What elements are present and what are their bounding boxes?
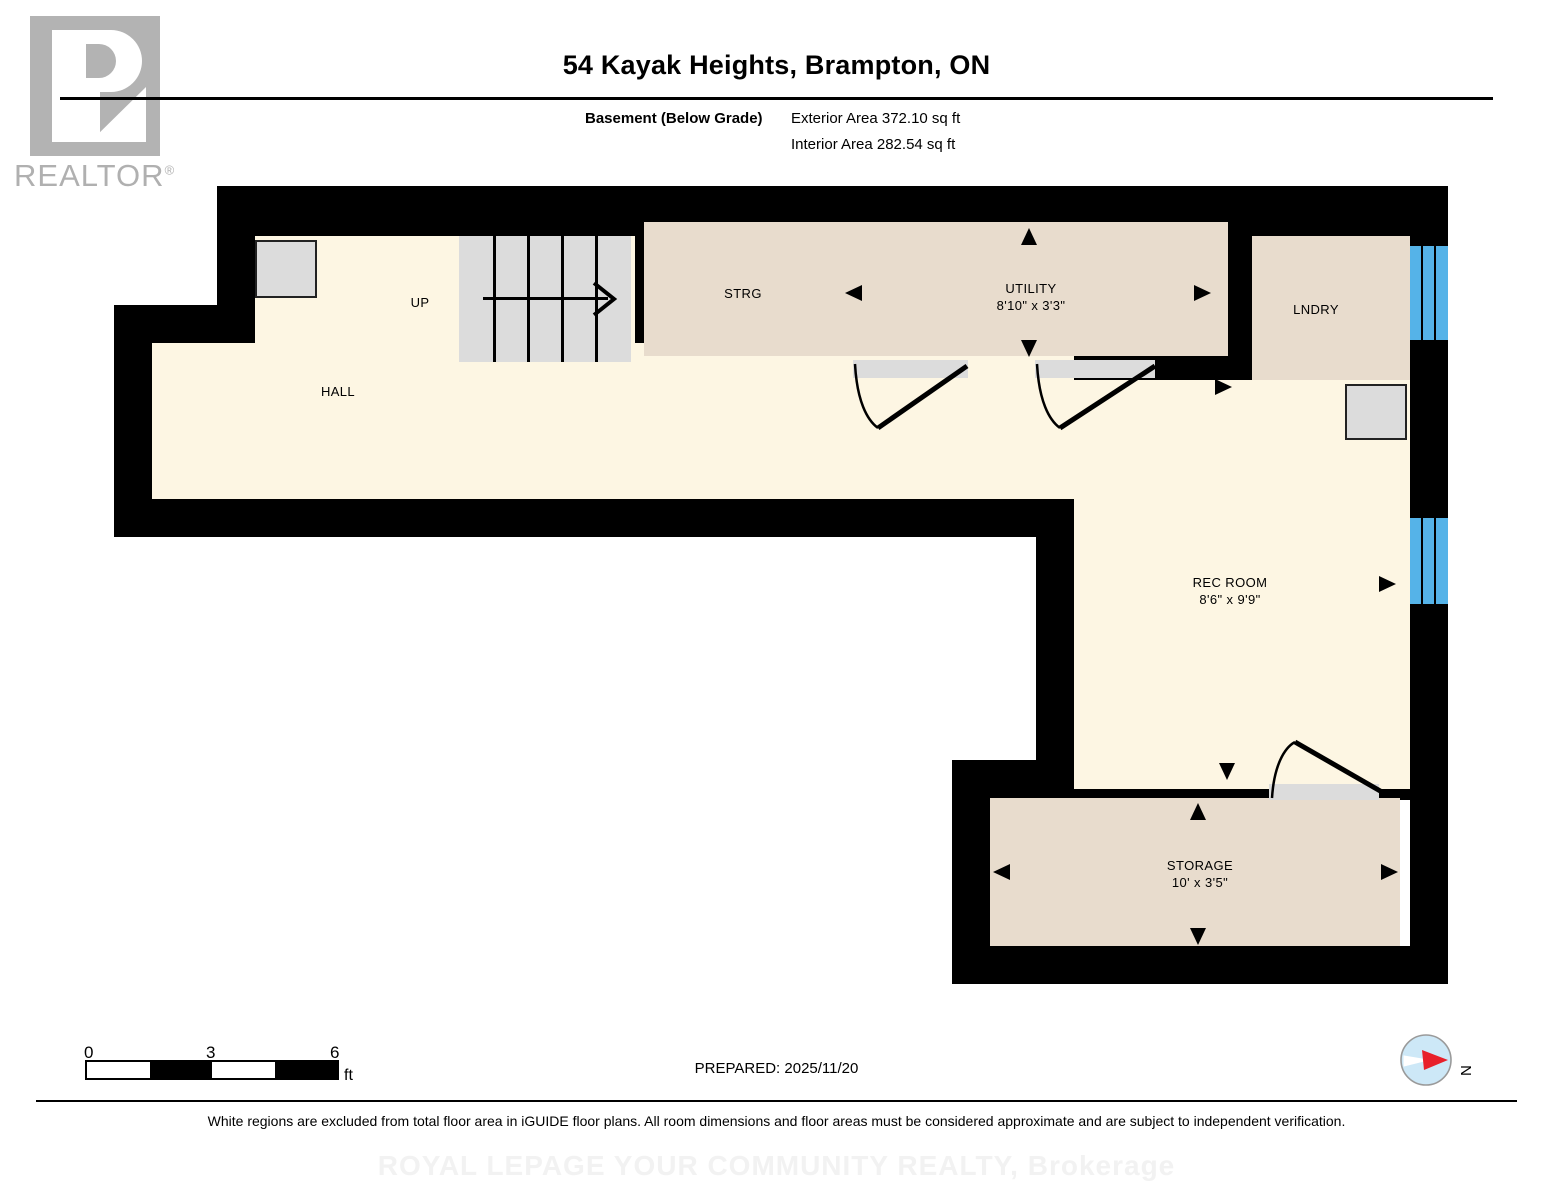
scale-unit-label: ft [344,1067,353,1084]
room-label-lndry: LNDRY [1273,301,1359,318]
stair-direction-shaft [483,297,608,300]
room-label-utility: UTILITY 8'10" x 3'3" [958,280,1104,314]
wall-left [114,305,152,537]
dim-arrow-left-rec [1052,576,1069,592]
room-label-strg: STRG [700,285,786,302]
window-laundry [1410,246,1448,340]
dim-arrow-right-rec [1379,576,1396,592]
wall-lndry-left [1228,236,1252,380]
footer-divider [36,1100,1517,1102]
dim-arrow-right-utility [1194,285,1211,301]
door-sill-strg [853,360,968,378]
floor-level-label: Basement (Below Grade) [585,110,763,127]
room-name-strg: STRG [724,286,762,301]
disclaimer-text: White regions are excluded from total fl… [207,1113,1346,1129]
room-label-hall: HALL [295,383,381,400]
wall-rec-left [1036,499,1074,789]
stairs-up-label: UP [410,295,430,310]
room-label-storage: STORAGE 10' x 3'5" [1125,857,1275,891]
scale-tick-6: 6 [330,1043,340,1062]
room-name-utility: UTILITY [1005,281,1057,296]
floor-laundry [1252,236,1410,380]
door-swing-strg [853,363,969,431]
realtor-logo: REALTOR® [14,16,174,206]
wall-right-mid-b [1410,510,1448,518]
dim-arrow-up-utility [1021,228,1037,245]
brokerage-watermark: ROYAL LEPAGE YOUR COMMUNITY REALTY, Brok… [377,1150,1176,1181]
door-swing-utility [1035,363,1157,431]
dim-arrow-right-lndry [1215,379,1232,395]
room-name-storage: STORAGE [1166,858,1234,873]
scale-tick-3: 3 [206,1043,216,1062]
wall-right-upper [1410,186,1448,246]
floor-rec-room [1074,499,1410,789]
floor-storage [990,798,1400,946]
scale-bar [85,1060,339,1080]
realtor-r-mark [30,16,160,156]
header-divider [60,97,1493,100]
dim-arrow-down-utility [1021,340,1037,357]
door-sill-storage [1269,784,1379,800]
room-label-rec-room: REC ROOM 8'6" x 9'9" [1155,574,1305,608]
dim-arrow-down-rec [1219,763,1235,780]
exterior-area-text: Exterior Area 372.10 sq ft [791,110,961,127]
realtor-wordmark: REALTOR® [14,158,175,194]
door-sill-utility [1035,360,1155,378]
dim-arrow-left-utility [845,285,862,301]
floor-utility-strg [644,222,1228,356]
wall-right-lower [1410,604,1448,984]
closet-nook-hall [255,240,317,298]
room-name-hall: HALL [320,384,356,399]
dim-arrow-right-storage [1381,864,1398,880]
realtor-wordmark-text: REALTOR [14,158,165,193]
interior-area-text: Interior Area 282.54 sq ft [791,136,956,153]
compass-north-label: N [1456,1065,1474,1076]
wall-upper-left [217,186,255,311]
page-title: 54 Kayak Heights, Brampton, ON [562,50,991,80]
wall-right-mid-a [1410,340,1448,412]
dim-arrow-up-storage [1190,803,1206,820]
room-dim-utility: 8'10" x 3'3" [996,298,1066,313]
room-name-rec-room: REC ROOM [1192,575,1268,590]
wall-hall-bottom [114,499,1074,537]
floor-plan-drawing: UP HALL STRG UTILITY 8'10" x 3'3" LNDRY … [114,186,1448,984]
closet-nook-right [1345,384,1407,440]
dim-arrow-down-storage [1190,928,1206,945]
wall-storage-bottom [952,946,1448,984]
stair-direction-arrow-icon [592,281,618,317]
dim-arrow-left-storage [993,864,1010,880]
room-name-lndry: LNDRY [1293,302,1339,317]
prepared-date: PREPARED: 2025/11/20 [694,1060,859,1077]
registered-mark: ® [164,162,176,178]
wall-storage-topleft [952,760,1074,798]
compass-rose-icon [1400,1034,1452,1086]
room-dim-storage: 10' x 3'5" [1171,875,1229,890]
scale-tick-0: 0 [84,1043,94,1062]
room-dim-rec-room: 8'6" x 9'9" [1199,592,1261,607]
window-rec-room [1410,518,1448,604]
door-swing-storage [1270,739,1384,799]
